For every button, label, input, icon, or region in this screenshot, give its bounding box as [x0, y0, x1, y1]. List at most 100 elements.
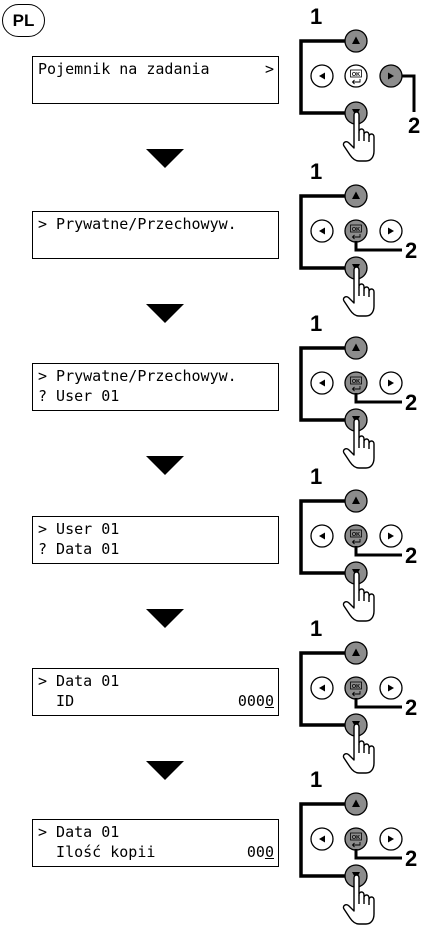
callout-1: 1: [310, 311, 322, 336]
lcd-line: ? Data 01: [38, 539, 274, 559]
triangle-right-icon: [388, 684, 394, 692]
up-key[interactable]: [344, 641, 368, 665]
lcd-value: 0000: [237, 692, 274, 710]
callout-2: 2: [405, 695, 417, 720]
down-arrow-icon: [146, 456, 184, 475]
callout-2: 2: [405, 390, 417, 415]
lcd-display: > Prywatne/Przechowyw. ? User 01: [32, 363, 279, 411]
lcd-text: ? Data 01: [38, 540, 120, 558]
callout-2: 2: [405, 846, 417, 871]
triangle-right-icon: [388, 72, 394, 80]
lcd-line: > Prywatne/Przechowyw.: [38, 214, 274, 234]
lcd-value: 000: [246, 843, 274, 861]
up-key[interactable]: [344, 29, 368, 53]
lcd-line: Pojemnik na zadania>: [38, 59, 274, 79]
up-key[interactable]: [344, 489, 368, 513]
lcd-line: ? User 01: [38, 386, 274, 406]
lcd-text: > User 01: [38, 520, 120, 538]
up-key[interactable]: [344, 184, 368, 208]
right-key[interactable]: [379, 827, 403, 851]
left-key[interactable]: [310, 524, 334, 548]
ok-key-label: OK: [352, 835, 360, 841]
ok-enter-icon: [351, 842, 361, 848]
left-key[interactable]: [310, 64, 334, 88]
callout-1: 1: [310, 4, 322, 29]
ok-key[interactable]: OK: [344, 371, 368, 395]
left-key[interactable]: [310, 827, 334, 851]
ok-enter-icon: [351, 234, 361, 240]
ok-key[interactable]: OK: [344, 64, 368, 88]
lcd-text: > Data 01: [38, 823, 120, 841]
left-key[interactable]: [310, 371, 334, 395]
triangle-left-icon: [319, 532, 325, 540]
lcd-text: Ilość kopii: [38, 843, 156, 861]
ok-key[interactable]: OK: [344, 524, 368, 548]
callout-1: 1: [310, 464, 322, 489]
lcd-line: Ilość kopii 000: [38, 842, 274, 862]
triangle-left-icon: [319, 835, 325, 843]
triangle-left-icon: [319, 227, 325, 235]
down-arrow-icon: [146, 761, 184, 780]
pointing-hand-icon: [342, 111, 375, 162]
triangle-up-icon: [352, 648, 360, 656]
triangle-left-icon: [319, 684, 325, 692]
ok-key-label: OK: [352, 72, 360, 78]
ok-key[interactable]: OK: [344, 219, 368, 243]
pointing-hand-icon: [342, 266, 375, 317]
triangle-right-icon: [388, 532, 394, 540]
ok-enter-icon: [351, 79, 361, 85]
lcd-text: > Data 01: [38, 672, 120, 690]
down-arrow-icon: [146, 304, 184, 323]
callout-2: 2: [408, 113, 420, 138]
ok-key[interactable]: OK: [344, 827, 368, 851]
left-key[interactable]: [310, 219, 334, 243]
lcd-line: > Data 01: [38, 671, 274, 691]
triangle-left-icon: [319, 72, 325, 80]
pointing-hand-icon: [342, 418, 375, 469]
lcd-display: Pojemnik na zadania>: [32, 56, 279, 104]
up-key[interactable]: [344, 336, 368, 360]
triangle-right-icon: [388, 379, 394, 387]
lcd-line: > Prywatne/Przechowyw.: [38, 366, 274, 386]
right-key[interactable]: [379, 371, 403, 395]
ok-enter-icon: [351, 539, 361, 545]
callout-1: 1: [310, 159, 322, 184]
ok-enter-icon: [351, 691, 361, 697]
lcd-text: Pojemnik na zadania: [38, 60, 210, 78]
pointing-hand-icon: [342, 571, 375, 622]
callout-2: 2: [405, 238, 417, 263]
lcd-display: > Data 01 Ilość kopii 000: [32, 819, 279, 867]
key-panel: 1OK 2: [299, 311, 417, 469]
right-key[interactable]: [379, 219, 403, 243]
pointing-hand-icon: [342, 723, 375, 774]
ok-key-label: OK: [352, 227, 360, 233]
down-arrow-icon: [146, 149, 184, 168]
pointing-hand-icon: [342, 874, 375, 925]
triangle-right-icon: [388, 835, 394, 843]
lcd-text: > Prywatne/Przechowyw.: [38, 367, 237, 385]
triangle-left-icon: [319, 379, 325, 387]
up-key[interactable]: [344, 792, 368, 816]
lcd-line: > User 01: [38, 519, 274, 539]
ok-key-label: OK: [352, 379, 360, 385]
ok-key[interactable]: OK: [344, 676, 368, 700]
right-key[interactable]: [379, 676, 403, 700]
down-arrow-icon: [146, 609, 184, 628]
triangle-up-icon: [352, 799, 360, 807]
left-key[interactable]: [310, 676, 334, 700]
right-key[interactable]: [379, 64, 403, 88]
triangle-right-icon: [388, 227, 394, 235]
lcd-text: ? User 01: [38, 387, 120, 405]
right-key[interactable]: [379, 524, 403, 548]
key-panel: 1OK 2: [299, 159, 417, 317]
triangle-up-icon: [352, 36, 360, 44]
